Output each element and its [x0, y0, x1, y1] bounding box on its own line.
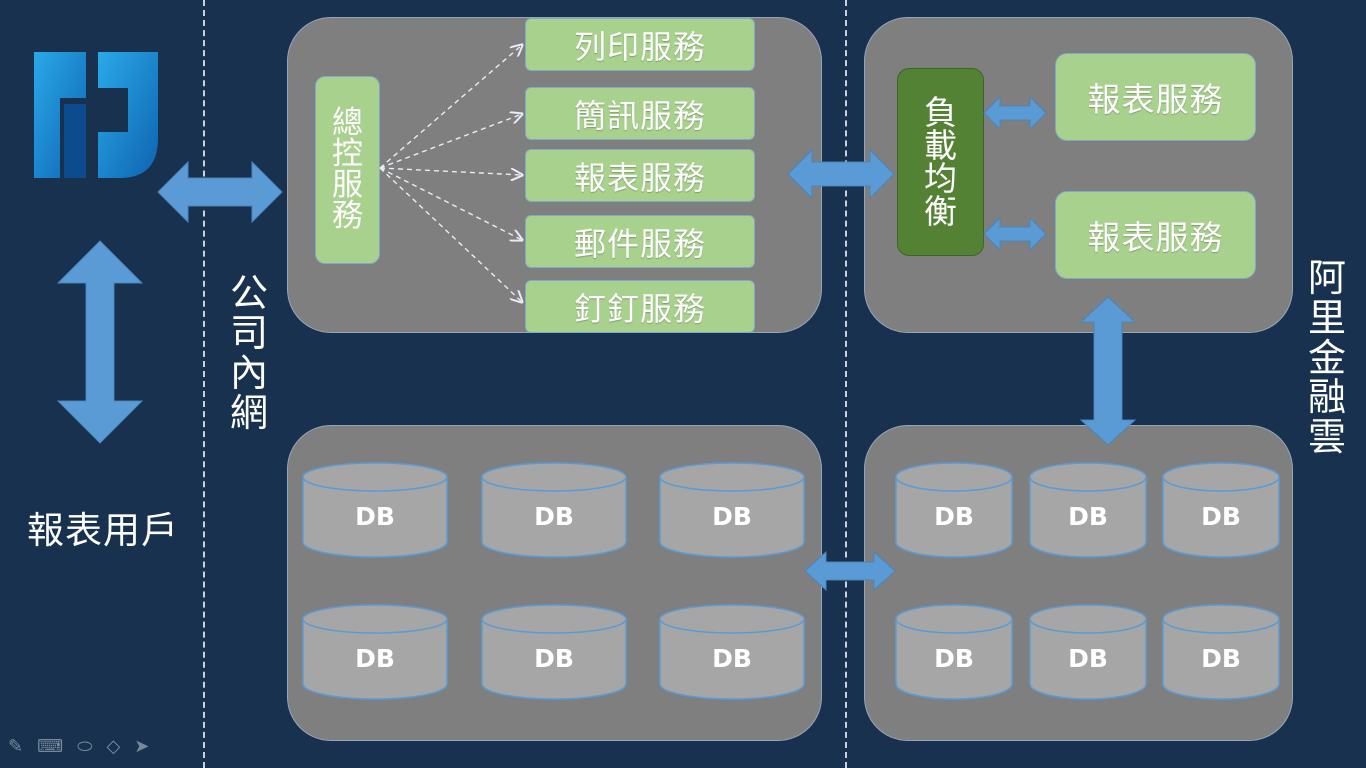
db-cylinder: DB	[659, 604, 805, 700]
master-service-char: 控	[332, 136, 363, 172]
db-label: DB	[934, 502, 974, 531]
db-cylinder: DB	[895, 604, 1013, 700]
db-cylinder: DB	[895, 462, 1013, 558]
db-label: DB	[355, 644, 395, 673]
load-balancer-char: 均	[924, 159, 957, 198]
db-cylinder-shape	[1029, 604, 1147, 700]
db-label: DB	[1068, 502, 1108, 531]
cloud-label: 阿里金融雲阿里金融雲	[1304, 256, 1350, 461]
db-cylinder: DB	[1029, 604, 1147, 700]
master-service-box: 總控服務總控服務	[315, 76, 380, 264]
intranet-label-char: 公	[229, 271, 268, 316]
service-mail: 郵件服務	[525, 215, 755, 268]
db-cylinder-shape	[1029, 462, 1147, 558]
intranet-label: 公司內網公司內網	[226, 272, 272, 436]
cloud-label-char: 里	[1307, 295, 1346, 340]
intranet-label-char: 網	[229, 390, 268, 435]
cloud-report-service-1: 報表服務	[1055, 53, 1256, 141]
db-cylinder-shape	[481, 462, 627, 558]
db-cylinder: DB	[1029, 462, 1147, 558]
db-label: DB	[934, 644, 974, 673]
db-label: DB	[355, 502, 395, 531]
db-cylinder: DB	[481, 604, 627, 700]
logo-icon	[28, 48, 164, 184]
load-balancer-char: 負	[924, 93, 957, 132]
cloud-label-char: 雲	[1307, 415, 1346, 460]
pen-icon[interactable]: ✎	[8, 736, 24, 757]
db-cylinder: DB	[302, 604, 448, 700]
db-cylinder: DB	[1162, 604, 1280, 700]
logo-users-arrow	[56, 240, 144, 444]
annotation-toolbar: ✎ ⌨ ⬭ ◇ ➤	[8, 736, 149, 757]
cloud-report-service-2: 報表服務	[1055, 191, 1256, 279]
master-service-char: 總	[332, 105, 363, 141]
db-label: DB	[534, 644, 574, 673]
intranet-label-char: 司	[229, 311, 268, 356]
highlighter-icon[interactable]: ◇	[106, 736, 121, 757]
db-cylinder: DB	[302, 462, 448, 558]
keyboard-icon[interactable]: ⌨	[37, 736, 64, 757]
db-cylinder: DB	[481, 462, 627, 558]
cloud-label-char: 融	[1307, 375, 1346, 420]
service-dingtalk: 釘釘服務	[525, 280, 755, 333]
intranet-label-char: 內	[229, 351, 268, 395]
db-label: DB	[712, 502, 752, 531]
db-cylinder-shape	[302, 604, 448, 700]
master-service-char: 務	[332, 198, 363, 234]
cloud-label-char: 金	[1307, 335, 1346, 380]
db-label: DB	[534, 502, 574, 531]
load-balancer-char: 載	[924, 126, 957, 165]
master-service-char: 服	[332, 167, 363, 203]
db-cylinder: DB	[1162, 462, 1280, 558]
load-balancer-box: 負載均衡負載均衡	[897, 68, 984, 256]
eraser-icon[interactable]: ⬭	[77, 736, 93, 757]
db-cylinder-shape	[895, 604, 1013, 700]
db-cylinder-shape	[302, 462, 448, 558]
divider-right	[845, 0, 847, 768]
db-cylinder-shape	[895, 462, 1013, 558]
db-cylinder-shape	[659, 462, 805, 558]
divider-left	[203, 0, 205, 768]
service-sms: 簡訊服務	[525, 87, 755, 140]
db-label: DB	[1201, 644, 1241, 673]
db-label: DB	[1068, 644, 1108, 673]
user-label: 報表用戶	[27, 509, 179, 552]
db-label: DB	[712, 644, 752, 673]
db-cylinder: DB	[659, 462, 805, 558]
db-cylinder-shape	[481, 604, 627, 700]
pointer-icon[interactable]: ➤	[134, 736, 150, 757]
service-report: 報表服務	[525, 149, 755, 202]
db-label: DB	[1201, 502, 1241, 531]
db-cylinder-shape	[1162, 462, 1280, 558]
load-balancer-char: 衡	[924, 192, 957, 231]
logo-intranet-arrow	[157, 160, 283, 224]
service-print: 列印服務	[525, 18, 755, 71]
db-cylinder-shape	[1162, 604, 1280, 700]
db-cylinder-shape	[659, 604, 805, 700]
cloud-label-char: 阿	[1307, 255, 1346, 300]
